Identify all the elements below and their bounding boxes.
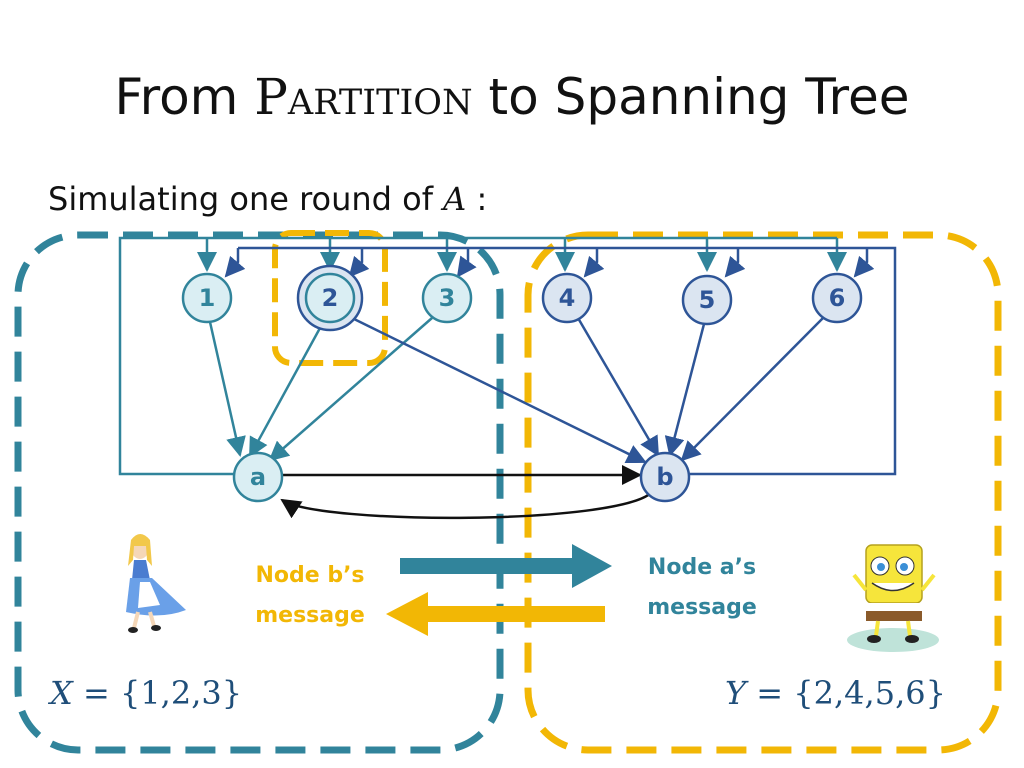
node-a-label: a [250,463,266,491]
node-6-label: 6 [829,284,846,312]
title-prefix: From [114,68,255,126]
spongebob-figure [847,544,939,652]
set-y-values: = {2,4,5,6} [746,674,946,712]
node-b-label: b [656,463,673,491]
set-x-var: X [47,674,74,712]
node-4: 4 [541,272,593,324]
edge-2-b [351,316,647,464]
hook-to-3 [456,248,477,278]
node-b: b [639,451,691,503]
title-suffix: to Spanning Tree [472,68,910,126]
edge-6-b [680,315,826,462]
region-x [14,231,504,754]
node-2-label: 2 [322,284,339,312]
set-y-var: Y [725,674,749,712]
node-3: 3 [421,272,473,324]
node-5: 5 [681,274,733,326]
slide-title: From Partition to Spanning Tree [0,68,1024,126]
node-1-label: 1 [199,284,216,312]
edge-3-a [268,317,433,462]
hook-to-2 [348,248,370,278]
node-6: 6 [811,272,863,324]
edge-2-a [248,327,322,458]
message-right-line1: Node a’s [648,555,756,580]
subtitle-end: : [466,180,488,218]
subtitle-text: Simulating one round of [48,180,444,218]
subtitle: Simulating one round of A : [48,180,487,218]
message-left-line2: message [255,603,365,628]
node-4-label: 4 [559,284,576,312]
title-partition: Partition [254,68,473,126]
feedback-loop-a [118,236,565,476]
node-2: 2 [296,264,364,332]
edge-5-b [664,323,706,457]
region-node-2 [272,230,388,366]
message-right-line2: message [647,595,757,620]
set-x-values: = {1,2,3} [73,674,242,712]
hook-to-6 [853,248,875,278]
subtitle-variable: A [443,180,467,218]
feedback-loop-b [238,246,897,476]
node-5-label: 5 [699,286,716,314]
edge-1-a [208,321,246,457]
arrow-a-message-right [400,544,612,588]
hook-to-1 [224,248,246,278]
set-y: Y = {2,4,5,6} [725,674,946,712]
node-1: 1 [181,272,233,324]
alice-figure [126,534,186,633]
hook-to-5 [724,248,746,278]
node-a: a [232,451,284,503]
set-x: X = {1,2,3} [47,674,242,712]
node-3-label: 3 [439,284,456,312]
hook-to-4 [583,248,605,278]
edge-b-to-a [280,491,653,520]
arrow-b-message-left [386,592,605,636]
edge-4-b [576,317,660,457]
region-y [524,231,1002,754]
message-left-line1: Node b’s [255,563,364,588]
